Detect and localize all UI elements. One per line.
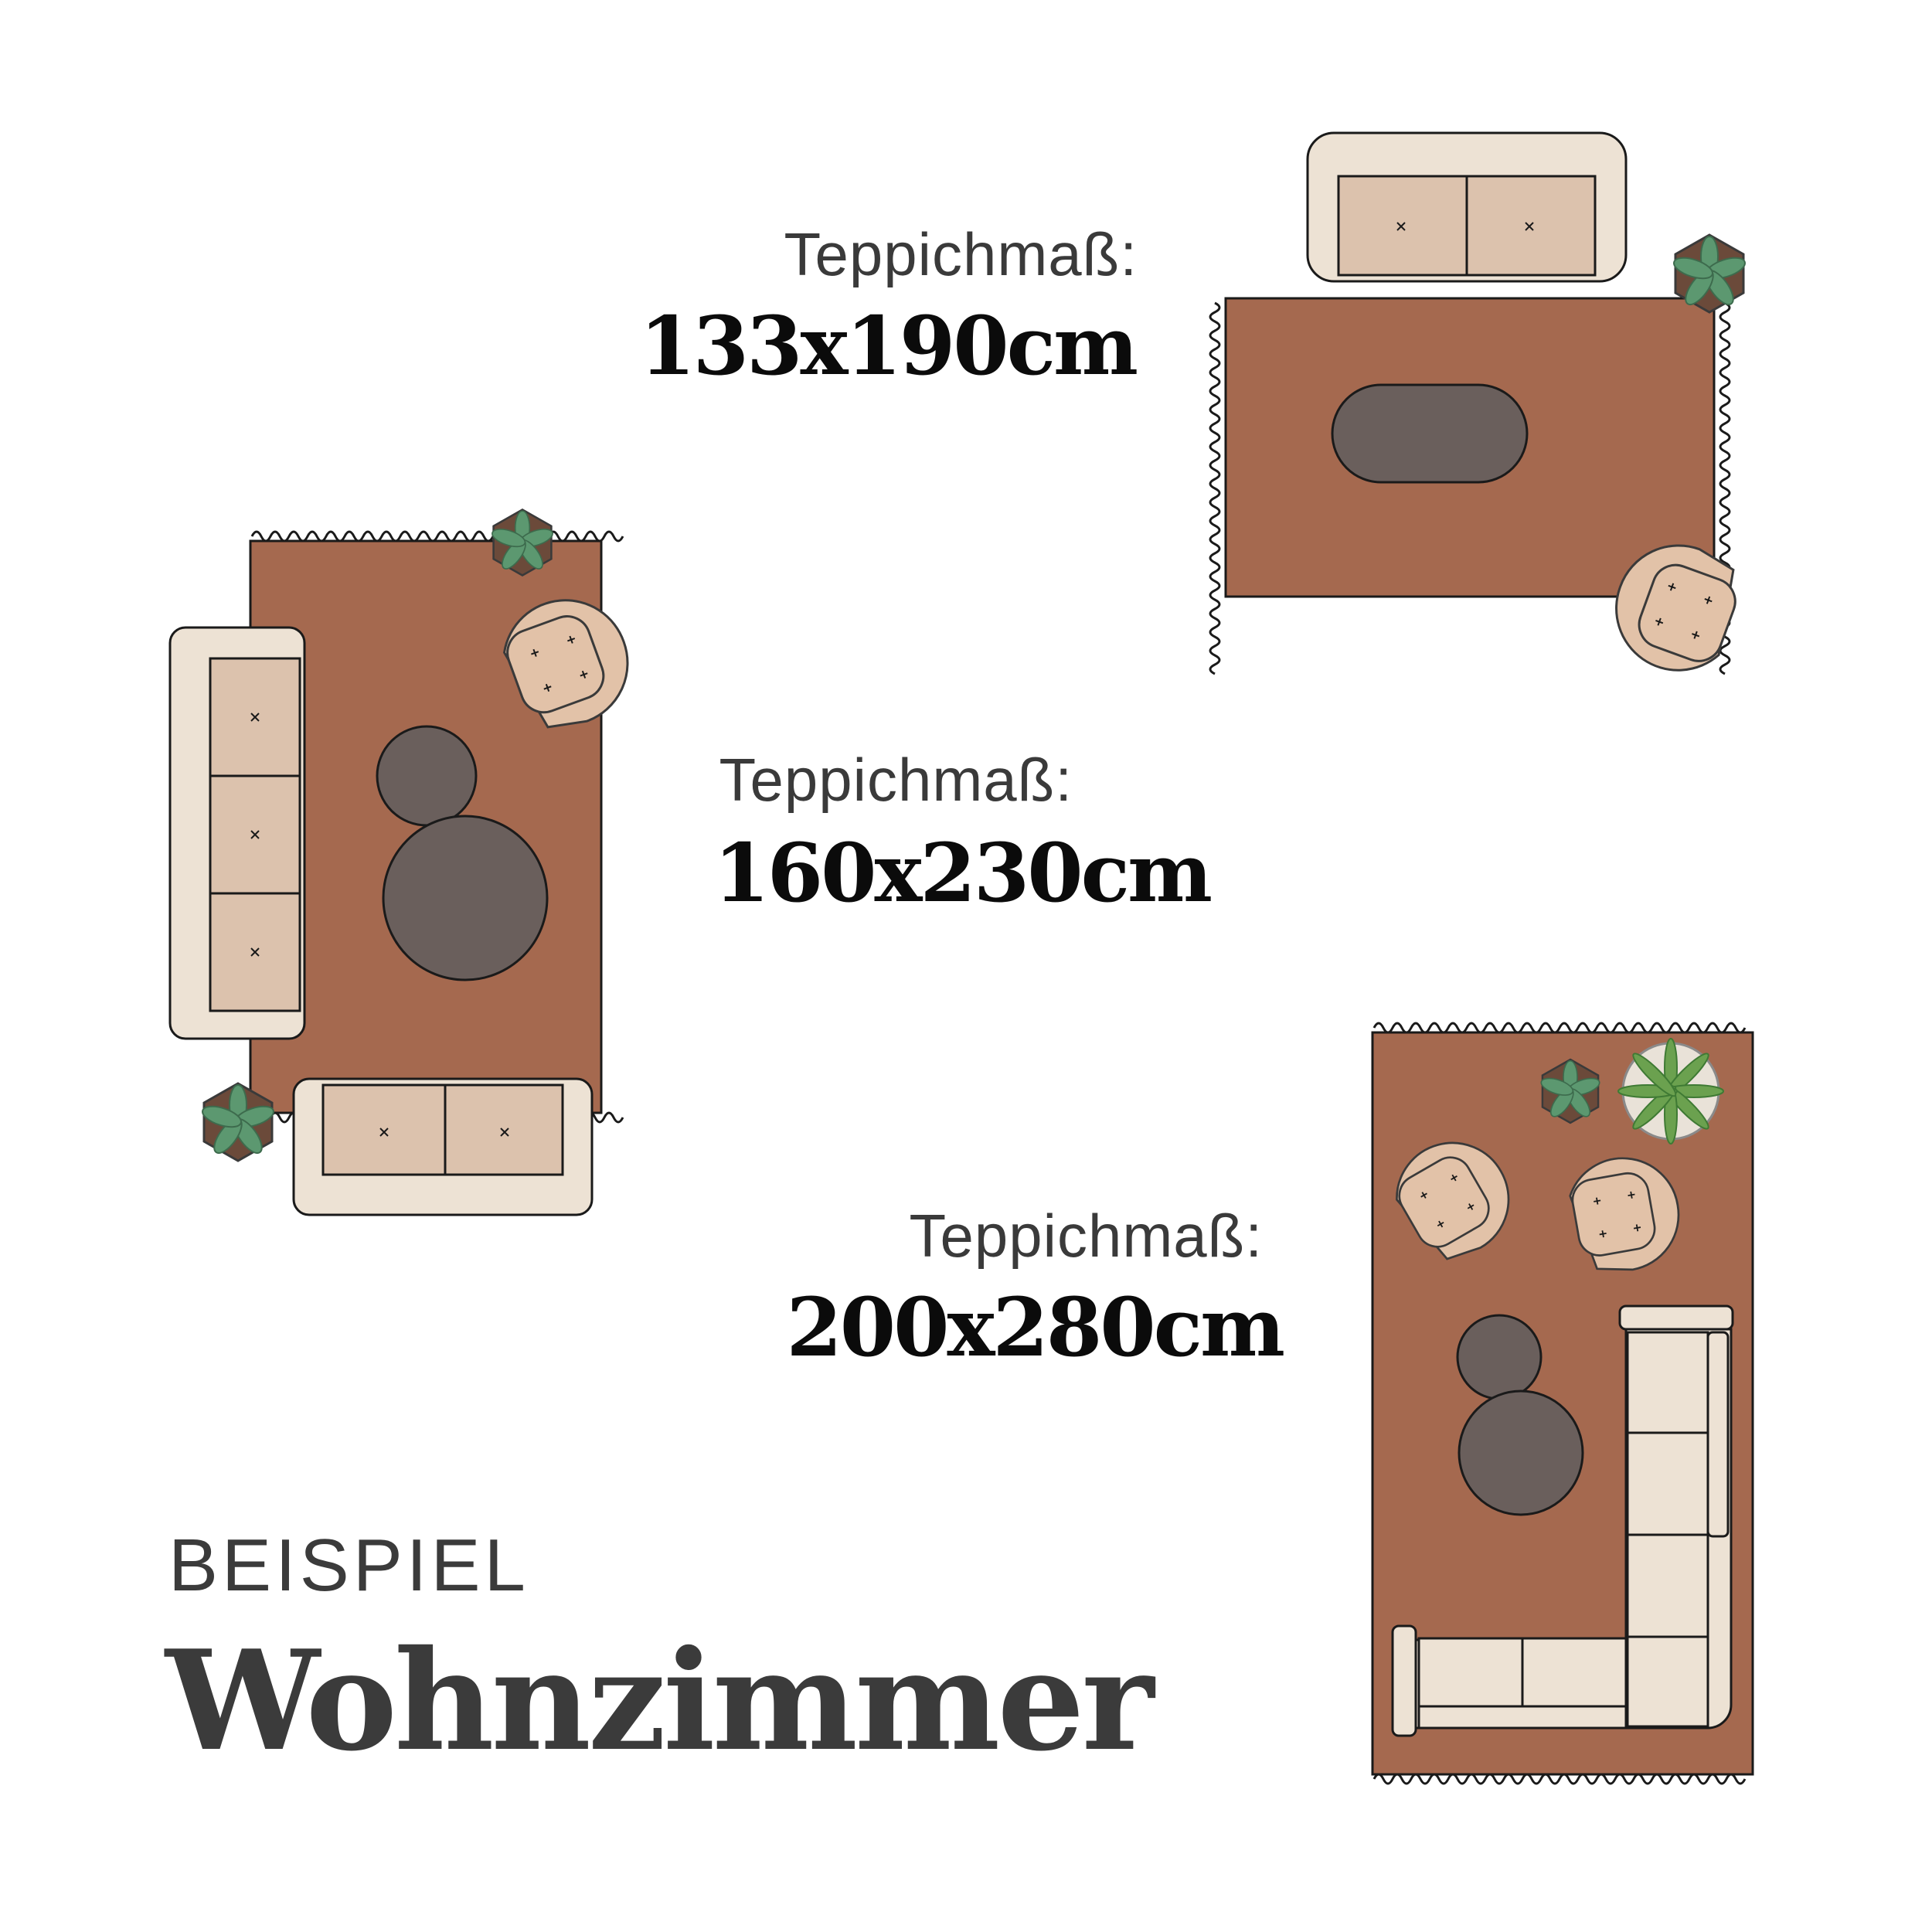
size-layout-2: 160x230cm (713, 825, 1213, 920)
footer-title: Wohnzimmer (165, 1620, 1154, 1781)
sofa-icon (168, 626, 306, 1040)
round-table-icon (376, 725, 478, 827)
sofa-icon (292, 1077, 594, 1216)
oval-table-icon (1331, 383, 1529, 484)
size-layout-1: 133x190cm (639, 298, 1138, 393)
round-table-icon (1456, 1314, 1543, 1400)
layout-160x230 (168, 509, 647, 1216)
sofa-icon (1306, 131, 1628, 283)
caption-layout-3: Teppichmaß: (909, 1202, 1263, 1270)
layout-200x280 (1371, 1022, 1754, 1785)
round-table-icon (1458, 1389, 1584, 1516)
round-table-icon (382, 815, 549, 981)
footer-kicker: BEISPIEL (168, 1524, 529, 1607)
corner-sofa-icon (1391, 1304, 1734, 1737)
size-layout-3: 200x280cm (786, 1280, 1285, 1375)
caption-layout-1: Teppichmaß: (784, 220, 1138, 288)
layout-133x190 (1209, 131, 1752, 686)
caption-layout-2: Teppichmaß: (719, 746, 1073, 814)
plant-icon (1617, 1038, 1724, 1145)
